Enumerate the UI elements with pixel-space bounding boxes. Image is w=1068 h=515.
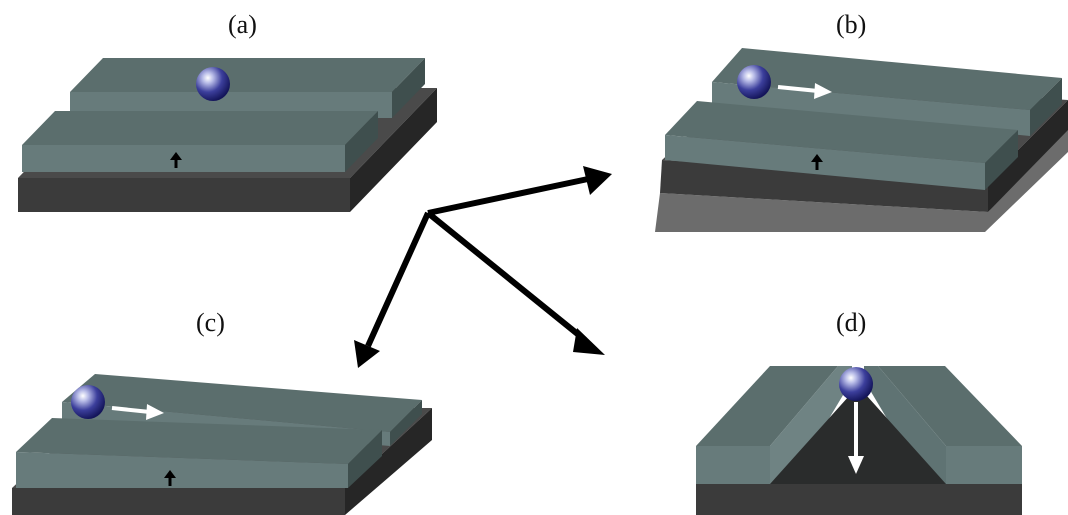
panel-b-front-slab-top bbox=[665, 101, 1018, 163]
panel-b-diagram bbox=[655, 48, 1068, 232]
panel-a-base-front bbox=[18, 178, 350, 212]
panel-a-front-slab-front bbox=[22, 145, 345, 172]
panel-c-front-slab-top bbox=[16, 418, 382, 464]
panel-c-back-slab-top bbox=[62, 374, 422, 432]
panel-a-back-slab-top bbox=[70, 58, 425, 92]
panel-d-left-front bbox=[696, 446, 770, 484]
panel-b-front-slab-side bbox=[985, 130, 1018, 190]
panel-d-left-wall bbox=[770, 366, 852, 484]
panel-label-a: (a) bbox=[228, 10, 257, 39]
panel-d-diagram bbox=[696, 366, 1022, 515]
panel-c-diagram bbox=[12, 374, 432, 515]
panel-d-right-wall bbox=[864, 366, 946, 484]
panel-label-c: (c) bbox=[196, 308, 225, 337]
arrow-to-b bbox=[427, 166, 612, 216]
panel-d-base-front bbox=[696, 484, 1022, 515]
panel-b-base-front bbox=[660, 160, 988, 212]
panel-d-right-top bbox=[878, 366, 1022, 446]
ball-icon bbox=[839, 367, 873, 401]
up-arrow-icon bbox=[811, 154, 823, 170]
panel-d-left-top bbox=[696, 366, 838, 446]
panel-c-front-slab-front bbox=[16, 452, 348, 488]
arrow-to-d bbox=[426, 210, 605, 355]
panel-b-base-side bbox=[988, 100, 1068, 212]
panel-label-b: (b) bbox=[836, 10, 867, 39]
central-arrows bbox=[354, 166, 612, 368]
panel-b-back-slab-top bbox=[712, 48, 1062, 110]
ball-icon bbox=[71, 385, 105, 419]
panel-c-back-slab-side bbox=[390, 400, 422, 446]
panel-c-base-front bbox=[12, 488, 345, 515]
panel-b-tilt-base bbox=[655, 123, 1068, 232]
right-arrow-icon bbox=[777, 83, 832, 99]
panel-a-base-side bbox=[350, 88, 437, 212]
panel-b-back-slab-side bbox=[1030, 78, 1062, 136]
up-arrow-icon bbox=[170, 152, 182, 168]
panel-a-front-slab-side bbox=[345, 111, 378, 172]
panel-label-d: (d) bbox=[836, 308, 867, 337]
ball-icon bbox=[737, 65, 771, 99]
down-arrow-icon bbox=[848, 402, 864, 474]
ball-icon bbox=[196, 67, 230, 101]
up-arrow-icon bbox=[164, 470, 176, 486]
right-arrow-icon bbox=[111, 404, 164, 420]
panel-a-back-slab-side bbox=[392, 58, 425, 118]
panel-b-back-slab-front bbox=[712, 82, 1030, 136]
panel-c-front-slab-side bbox=[348, 430, 382, 488]
panel-c-base-side bbox=[345, 408, 432, 515]
panel-a-front-slab-top bbox=[22, 111, 378, 145]
arrow-to-c bbox=[354, 211, 431, 368]
panel-a-diagram bbox=[18, 58, 437, 212]
panel-b-front-slab-front bbox=[665, 135, 985, 190]
panel-d-right-front bbox=[946, 446, 1022, 484]
